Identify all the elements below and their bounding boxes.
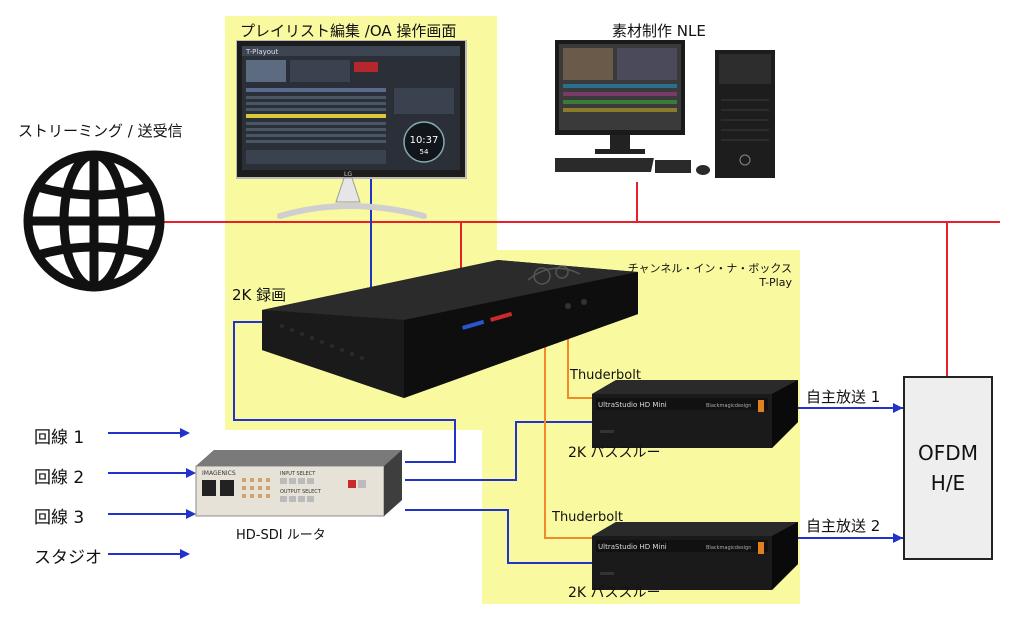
ofdm-label: OFDM (918, 441, 978, 465)
line-3-label: 回線 3 (34, 508, 85, 528)
own-broadcast-1-label: 自主放送 1 (806, 388, 881, 406)
nle-workstation (555, 40, 775, 178)
monitor-clock-time: 10:37 (410, 135, 439, 146)
sdi-router-to-ultrastudio-1 (405, 421, 597, 481)
router-output-select: OUTPUT SELECT (280, 489, 322, 495)
sdi-rec-path (233, 321, 456, 463)
thunderbolt-1-label: Thuderbolt (570, 368, 641, 383)
tplay-box (262, 260, 638, 398)
ofdm-he-box: OFDM H/E (903, 376, 993, 560)
nle-label: 素材制作 NLE (612, 22, 706, 40)
ethernet-lines (160, 182, 1000, 376)
thunderbolt-2 (544, 340, 604, 539)
monitor-app-title: T-Playout (245, 48, 278, 56)
router-input-select: INPUT SELECT (280, 471, 316, 477)
line-1-label: 回線 1 (34, 428, 85, 448)
passthru-1-label: 2K パススルー (568, 445, 661, 461)
arrow-studio (180, 549, 190, 559)
arrow-line-2 (186, 468, 196, 478)
router-label: HD-SDI ルータ (236, 528, 326, 543)
rec-2k-label: 2K 録画 (232, 286, 287, 304)
studio-label: スタジオ (34, 548, 102, 568)
hdsdi-router: IMAGENICS INPUT SELECT OUTPUT SELECT (195, 450, 402, 517)
passthru-2-label: 2K パススルー (568, 585, 661, 601)
sdi-arrowheads (180, 403, 903, 559)
line-2-label: 回線 2 (34, 468, 85, 488)
streaming-label: ストリーミング / 送受信 (18, 122, 183, 140)
ultrastudio-2-maker: Blackmagicdesign (706, 545, 751, 551)
playlist-screen-label: プレイリスト編集 /OA 操作画面 (240, 22, 457, 40)
he-label: H/E (930, 471, 966, 495)
own-broadcast-2-label: 自主放送 2 (806, 517, 881, 535)
arrow-own-1 (893, 403, 903, 413)
sdi-router-to-ultrastudio-2 (405, 509, 597, 564)
clock-icon (403, 121, 445, 163)
playout-monitor: T-Playout 10:37 54 LG (236, 40, 467, 219)
ultrastudio-1-maker: Blackmagicdesign (706, 403, 751, 409)
cib-product-label: T-Play (759, 276, 792, 289)
monitor-clock-seconds: 54 (420, 148, 429, 156)
cib-title-label: チャンネル・イン・ナ・ボックス (627, 262, 792, 275)
arrow-line-1 (180, 428, 190, 438)
router-brand: IMAGENICS (202, 470, 236, 477)
ultrastudio-1: UltraStudio HD Mini Blackmagicdesign (592, 380, 798, 448)
sdi-lines (108, 168, 903, 564)
globe-icon (23, 150, 165, 292)
monitor-brand: LG (344, 171, 352, 178)
arrow-own-2 (893, 533, 903, 543)
ultrastudio-2: UltraStudio HD Mini Blackmagicdesign (592, 522, 798, 590)
arrow-line-3 (186, 509, 196, 519)
ultrastudio-1-model: UltraStudio HD Mini (598, 401, 667, 409)
ultrastudio-2-model: UltraStudio HD Mini (598, 543, 667, 551)
thunderbolt-2-label: Thuderbolt (552, 510, 623, 525)
